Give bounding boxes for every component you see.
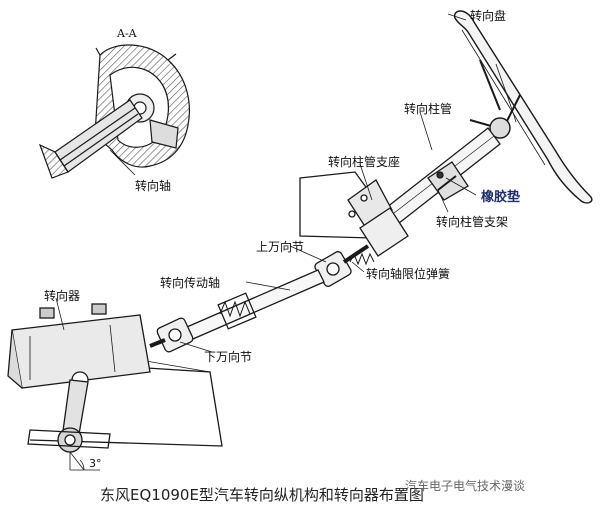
label-column-bracket: 转向柱管支架 [436, 215, 509, 229]
limit-spring [349, 252, 375, 266]
steering-gear-box [7, 303, 151, 389]
inset-leader [109, 149, 136, 176]
steering-wheel [453, 10, 593, 204]
upper-ujoint [314, 244, 370, 287]
label-upper-ujoint: 上万向节 [256, 240, 305, 254]
angle-mark [70, 459, 100, 471]
figure-caption: 东风EQ1090E型汽车转向纵机构和转向器布置图 [100, 486, 424, 504]
label-angle: 3° [89, 457, 102, 470]
label-column-tube: 转向柱管 [404, 102, 453, 116]
label-limit-spring: 转向轴限位弹簧 [366, 267, 451, 281]
watermark: 汽车电子电气技术漫谈 [405, 479, 526, 493]
label-steering-shaft: 转向轴 [135, 179, 172, 193]
leader-lines [55, 13, 477, 353]
label-rubber-pad: 橡胶垫 [481, 190, 521, 205]
section-label: A-A [117, 27, 137, 40]
label-lower-ujoint: 下万向节 [204, 350, 253, 364]
section-aa-inset [38, 44, 190, 179]
label-steering-wheel: 转向盘 [470, 9, 507, 23]
label-column-support-seat: 转向柱管支座 [328, 155, 401, 169]
pitman-arm [27, 379, 111, 471]
lower-ujoint [149, 317, 194, 353]
label-transmission-shaft: 转向传动轴 [160, 276, 221, 290]
column-housing [359, 207, 409, 257]
label-steering-gear: 转向器 [44, 289, 81, 303]
